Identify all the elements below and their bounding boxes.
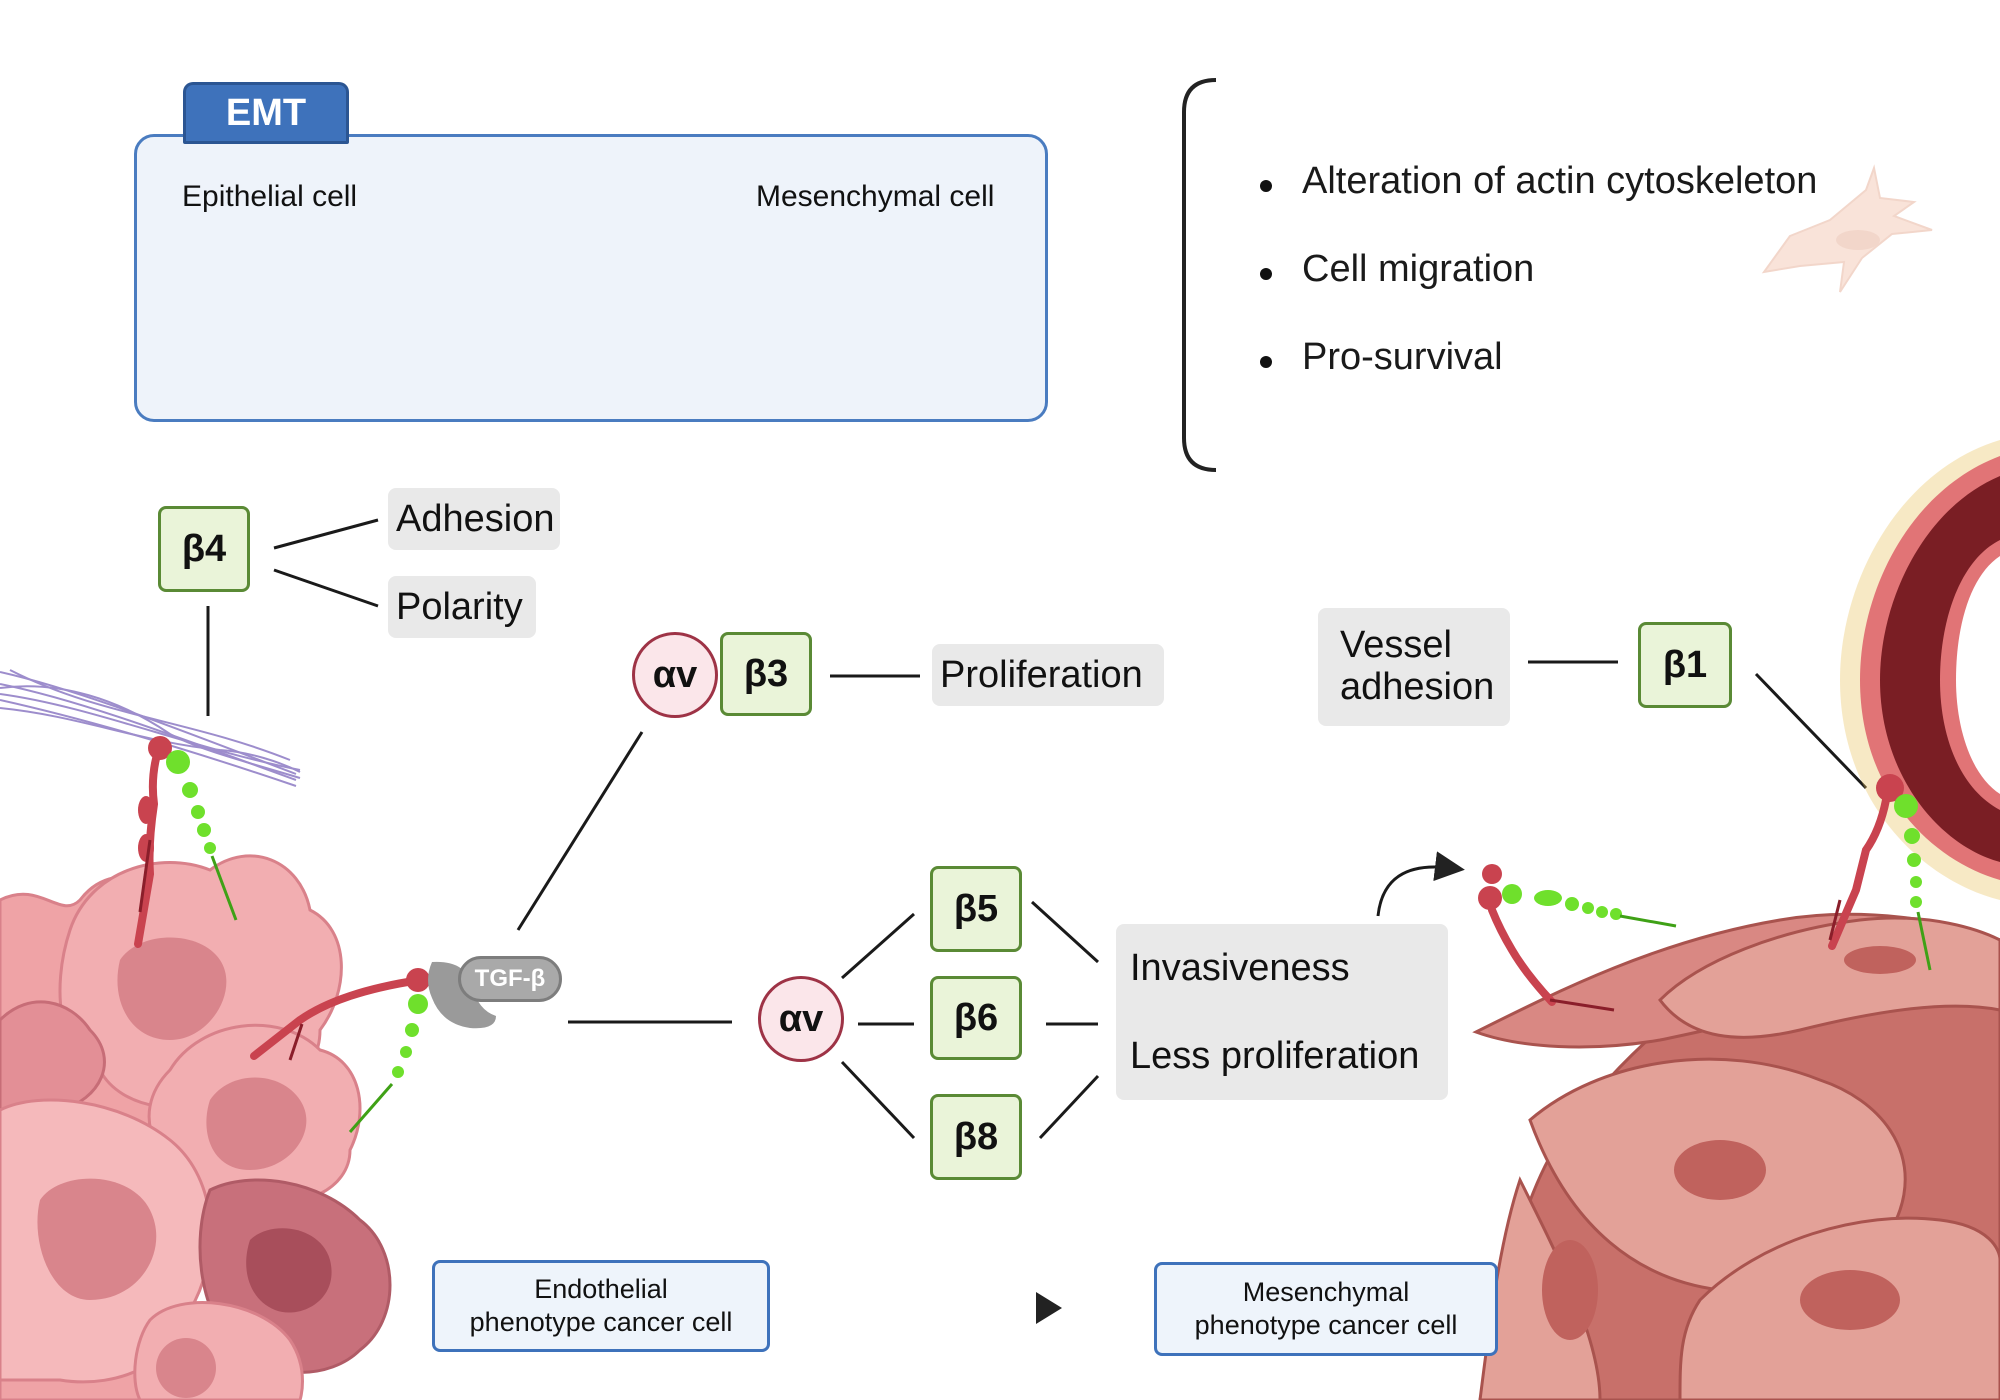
- tgf-beta-badge: TGF-β: [458, 956, 562, 1002]
- integrin-av-mid: αv: [758, 976, 844, 1062]
- list-item: Alteration of actin cytoskeleton: [1260, 160, 1817, 248]
- vessel-adhesion-box: Vessel adhesion: [1318, 608, 1510, 726]
- integrin-b6-box: β6: [930, 976, 1022, 1060]
- mesenchymal-phenotype-label: Mesenchymal phenotype cancer cell: [1154, 1262, 1498, 1356]
- less-proliferation-label: Less proliferation: [1130, 1034, 1420, 1077]
- endothelial-phenotype-label: Endothelial phenotype cancer cell: [432, 1260, 770, 1352]
- endothelial-tumour-cluster: [0, 854, 392, 1400]
- integrin-b3-box: β3: [720, 632, 812, 716]
- endothelial-phenotype-line2: phenotype cancer cell: [469, 1307, 733, 1337]
- integrin-b4-complex: [134, 736, 238, 948]
- invasiveness-box: Invasiveness Less proliferation: [1116, 924, 1448, 1100]
- outcome-label: Alteration of actin cytoskeleton: [1302, 160, 1818, 202]
- invasiveness-label: Invasiveness: [1130, 946, 1350, 989]
- mesenchymal-phenotype-line1: Mesenchymal: [1242, 1277, 1410, 1308]
- integrin-b5-box: β5: [930, 866, 1022, 952]
- mesenchymal-tumour-cluster: [1472, 912, 2000, 1400]
- mesenchymal-phenotype-line2: phenotype cancer cell: [1194, 1310, 1458, 1340]
- bullet-icon: [1260, 268, 1272, 280]
- endothelial-phenotype-line1: Endothelial: [534, 1274, 668, 1305]
- adhesion-label: Adhesion: [388, 488, 560, 550]
- vessel-adhesion-line1: Vessel: [1340, 624, 1452, 667]
- integrin-free-complex: [1478, 864, 1677, 1012]
- mesenchymal-cell-label: Mesenchymal cell: [756, 180, 995, 213]
- list-item: Pro-survival: [1260, 336, 1817, 424]
- emt-panel: [134, 134, 1048, 422]
- integrin-av-top: αv: [632, 632, 718, 718]
- proliferation-label: Proliferation: [932, 644, 1164, 706]
- outcome-label: Cell migration: [1302, 248, 1535, 290]
- vessel-adhesion-line2: adhesion: [1340, 666, 1495, 708]
- polarity-label: Polarity: [388, 576, 536, 638]
- emt-outcome-list: Alteration of actin cytoskeleton Cell mi…: [1260, 160, 1817, 424]
- integrin-tgf-complex: [250, 961, 496, 1133]
- integrin-b4-box: β4: [158, 506, 250, 592]
- ecm-fibre: [0, 669, 301, 787]
- outcome-label: Pro-survival: [1302, 336, 1503, 378]
- actin-cell-icon: [1761, 164, 1933, 293]
- list-item: Cell migration: [1260, 248, 1817, 336]
- blood-vessel: [1840, 440, 2000, 900]
- integrin-b1-box: β1: [1638, 622, 1732, 708]
- emt-tab: EMT: [183, 82, 349, 144]
- integrin-b1-complex: [1828, 774, 1932, 971]
- bullet-icon: [1260, 180, 1272, 192]
- epithelial-cell-label: Epithelial cell: [182, 180, 358, 213]
- bullet-icon: [1260, 356, 1272, 368]
- connector-lines: [206, 518, 1868, 1140]
- integrin-b8-box: β8: [930, 1094, 1022, 1180]
